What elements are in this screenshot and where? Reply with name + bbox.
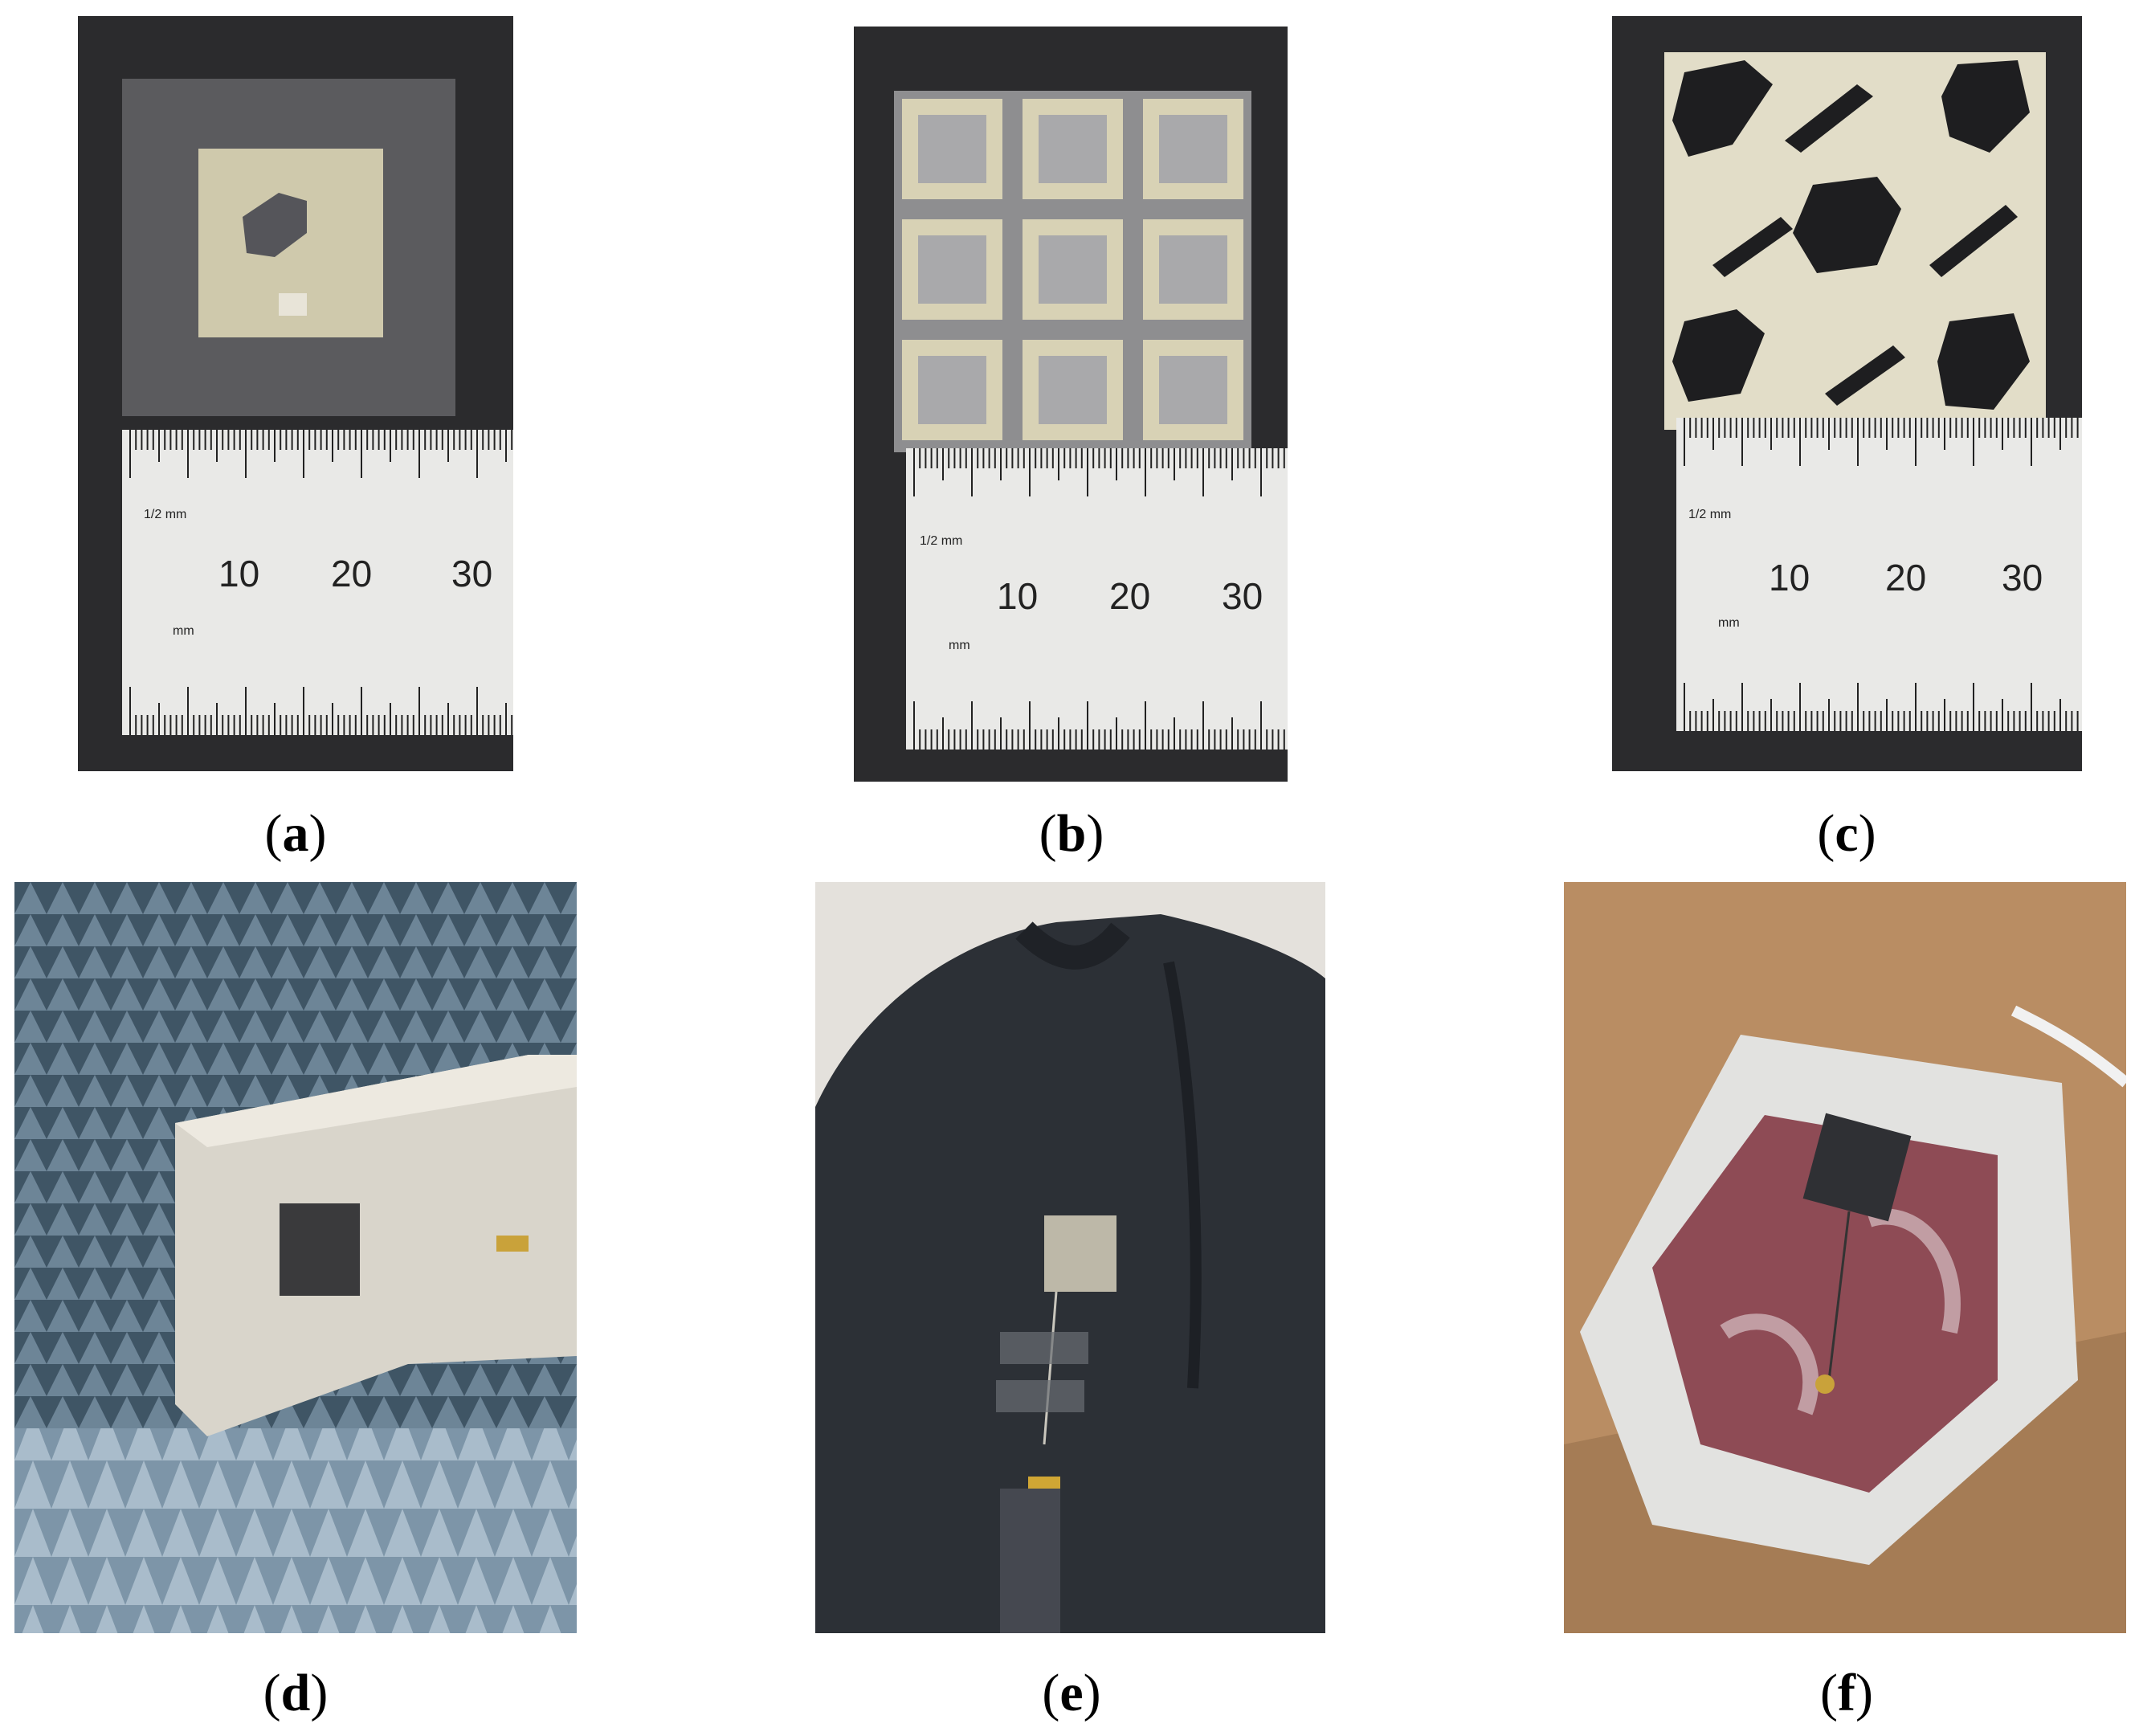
caption-d: (d): [263, 1664, 329, 1722]
ruler-number-10: 10: [997, 575, 1038, 617]
ruler-ticks: [913, 448, 1285, 750]
sma-connector: [1028, 1477, 1060, 1489]
ruler-ticks: [129, 430, 513, 735]
ruler-mm-label: mm: [1718, 616, 1740, 630]
caption-a: (a): [264, 804, 327, 863]
foam-block: [175, 1055, 577, 1436]
sma-connector: [1815, 1375, 1835, 1394]
caption-e: (e): [1042, 1664, 1101, 1722]
ruler-number-30: 30: [2002, 557, 2043, 598]
sma-connector: [496, 1236, 529, 1252]
ruler-number-30: 30: [1222, 575, 1263, 617]
antenna-under-test: [280, 1203, 360, 1296]
ruler-number-20: 20: [331, 553, 372, 594]
ruler-number-30: 30: [451, 553, 492, 594]
feed-point: [279, 293, 307, 316]
ruler-mm-label: mm: [173, 624, 194, 638]
ruler-half-mm-label: 1/2 mm: [1688, 508, 1731, 521]
caption-c: (c): [1817, 804, 1876, 863]
coaxial-cable-adapter: [1000, 1489, 1060, 1633]
photo-b-metasurface-array: 1/2 mm mm 10 20 30: [854, 27, 1288, 782]
tissue-sample: [1652, 1115, 1998, 1493]
ruler: [1676, 418, 2082, 731]
ruler-mm-label: mm: [949, 639, 970, 652]
ruler-half-mm-label: 1/2 mm: [920, 534, 962, 548]
ruler-ticks: [1684, 418, 2079, 731]
ruler-number-10: 10: [218, 553, 259, 594]
octagon-pattern: [1672, 60, 2030, 410]
cable: [2010, 1005, 2126, 1088]
ruler: [122, 430, 513, 735]
wearable-antenna: [1044, 1215, 1116, 1292]
ruler-number-10: 10: [1769, 557, 1810, 598]
photo-a-antenna-ground-layer: 1/2 mm mm 10 20 30: [78, 16, 513, 771]
photo-d-anechoic-chamber-measurement: [14, 882, 577, 1633]
caption-f: (f): [1820, 1664, 1873, 1722]
caption-b: (b): [1039, 804, 1104, 863]
photo-e-on-body-wearable-test: [815, 882, 1325, 1633]
ruler: [906, 448, 1288, 750]
ruler-half-mm-label: 1/2 mm: [144, 508, 186, 521]
antenna-on-phantom: [1802, 1113, 1912, 1222]
hexagon-slot: [243, 193, 307, 257]
ruler-number-20: 20: [1885, 557, 1926, 598]
unit-cell-grid: [902, 99, 1243, 440]
photo-c-patterned-back-layer: 1/2 mm mm 10 20 30: [1612, 16, 2082, 771]
photo-f-tissue-phantom-test: [1564, 882, 2126, 1633]
ruler-number-20: 20: [1109, 575, 1150, 617]
